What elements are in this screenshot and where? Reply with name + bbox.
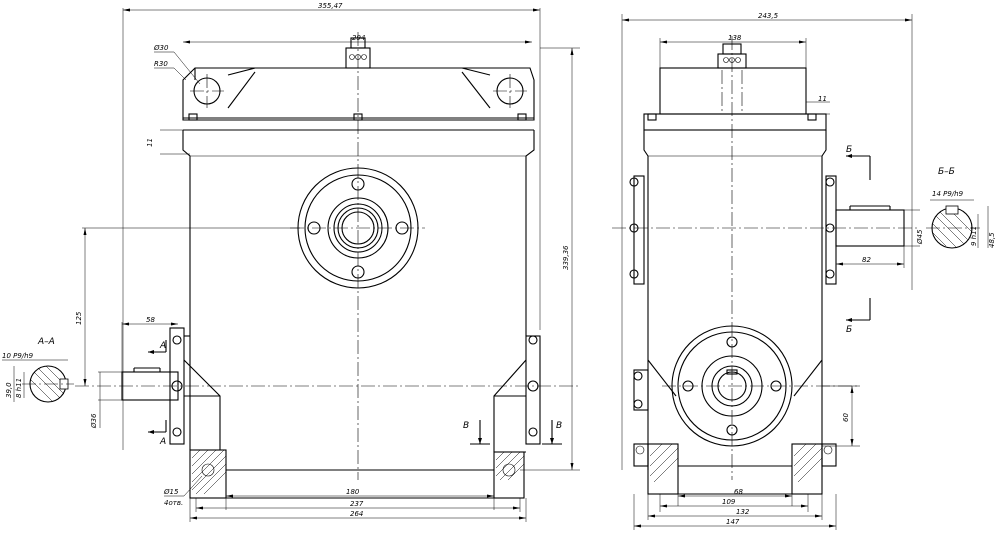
section-b-depth: 48,5 (988, 232, 996, 248)
section-b: Б–Б 14 P9/h9 9 h11 48,5 (926, 167, 996, 249)
dim-flange-thk: 11 (146, 138, 154, 147)
section-a-title: А–А (37, 337, 55, 347)
side-dim-base-mid: 109 (722, 498, 736, 506)
side-dim-shaft-length: 82 (862, 256, 871, 264)
section-a-keyway: 10 P9/h9 (2, 352, 34, 360)
dim-hole-dia: Ø30 (153, 44, 169, 52)
dim-shaft-dia: Ø36 (90, 413, 98, 429)
dim-base-mid: 237 (350, 500, 364, 508)
front-view: 355,47 294 Ø30 R30 (75, 2, 580, 522)
section-marker-a-top: A (159, 341, 166, 351)
foot-hatch-left (191, 449, 227, 495)
section-a-hatch (30, 365, 67, 402)
section-a: А–А 10 P9/h9 39,0 8 h11 (2, 337, 74, 403)
side-dim-top-width: 138 (728, 34, 742, 42)
dim-shaft-offset: 125 (75, 311, 83, 325)
side-foot-hatch (649, 443, 823, 483)
side-view: 243,5 138 11 (612, 12, 924, 530)
dim-base-inner: 180 (346, 488, 360, 496)
side-dim-base-height: 60 (842, 413, 850, 422)
section-marker-b-left: B (463, 421, 469, 431)
dim-radius: R30 (154, 60, 168, 68)
side-section-marker-top: Б (846, 145, 852, 155)
side-dim-base-132: 132 (736, 508, 750, 516)
side-dim-flange-thk: 11 (818, 95, 827, 103)
dim-overall-width: 355,47 (318, 2, 343, 10)
section-b-keyway: 14 P9/h9 (932, 190, 964, 198)
dim-mount-hole-count: 4отв. (164, 499, 183, 507)
dim-shaft-length: 58 (146, 316, 155, 324)
section-b-title: Б–Б (938, 167, 955, 177)
section-marker-b-right: B (556, 421, 562, 431)
side-dim-base-inner: 68 (734, 488, 743, 496)
side-dim-overall-width: 243,5 (758, 12, 779, 20)
section-b-dia: 9 h11 (970, 226, 978, 246)
section-a-depth: 39,0 (5, 382, 13, 398)
dim-overall-height: 339,36 (562, 245, 570, 270)
section-marker-a-bottom: A (159, 437, 166, 447)
section-a-dia: 8 h11 (15, 378, 23, 398)
side-dim-base-outer: 147 (726, 518, 740, 526)
dim-base-outer: 264 (350, 510, 363, 518)
side-dim-shaft-dia: Ø45 (916, 229, 924, 245)
side-section-marker-bottom: Б (846, 325, 852, 335)
dim-mount-hole: Ø15 (163, 488, 179, 496)
